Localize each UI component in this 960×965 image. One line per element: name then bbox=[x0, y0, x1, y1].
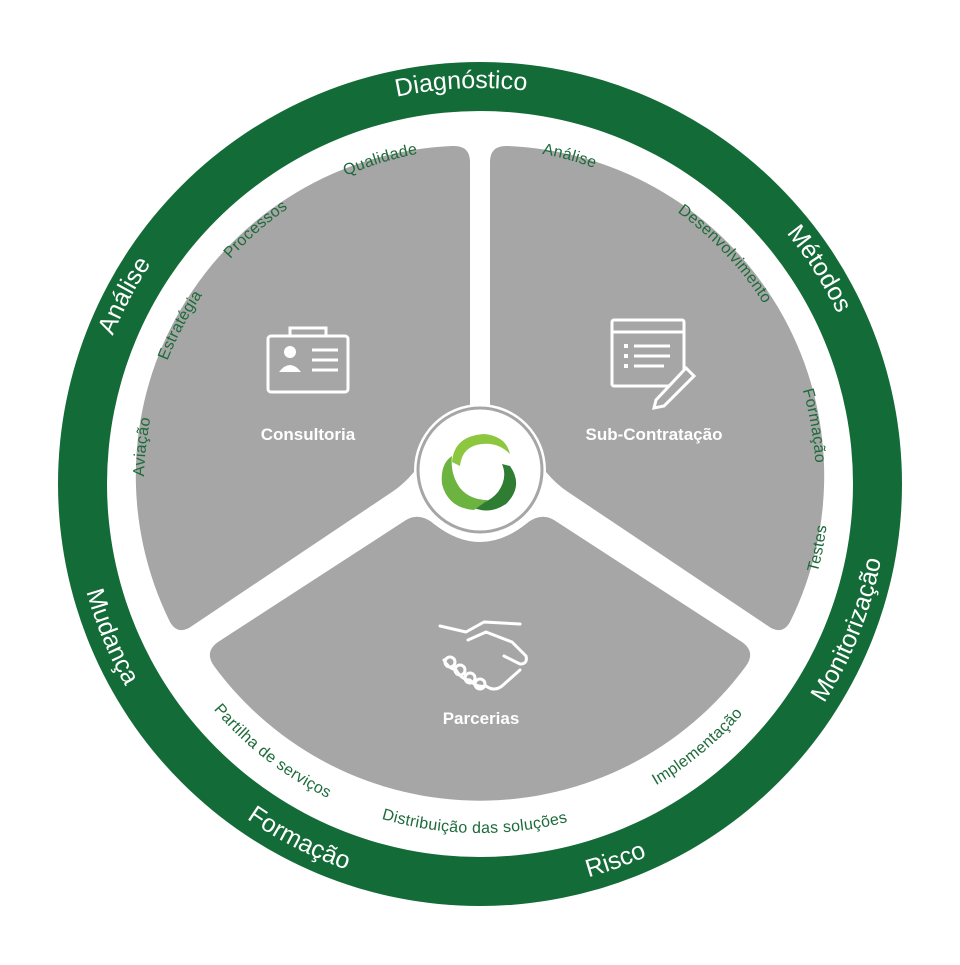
segment-parcerias[interactable] bbox=[209, 516, 751, 801]
handshake-icon bbox=[438, 620, 528, 691]
id-card-icon bbox=[266, 326, 350, 394]
segment-title-subcontratacao: Sub-Contratação bbox=[586, 425, 723, 444]
form-pencil-icon bbox=[610, 318, 697, 410]
segment-title-consultoria: Consultoria bbox=[261, 425, 356, 444]
inner-label-aviacao: Aviação bbox=[131, 416, 154, 477]
segment-subcontratacao[interactable] bbox=[490, 145, 825, 631]
segment-consultoria[interactable] bbox=[135, 145, 470, 631]
segment-title-parcerias: Parcerias bbox=[443, 709, 520, 728]
recycle-logo-icon bbox=[441, 434, 517, 511]
